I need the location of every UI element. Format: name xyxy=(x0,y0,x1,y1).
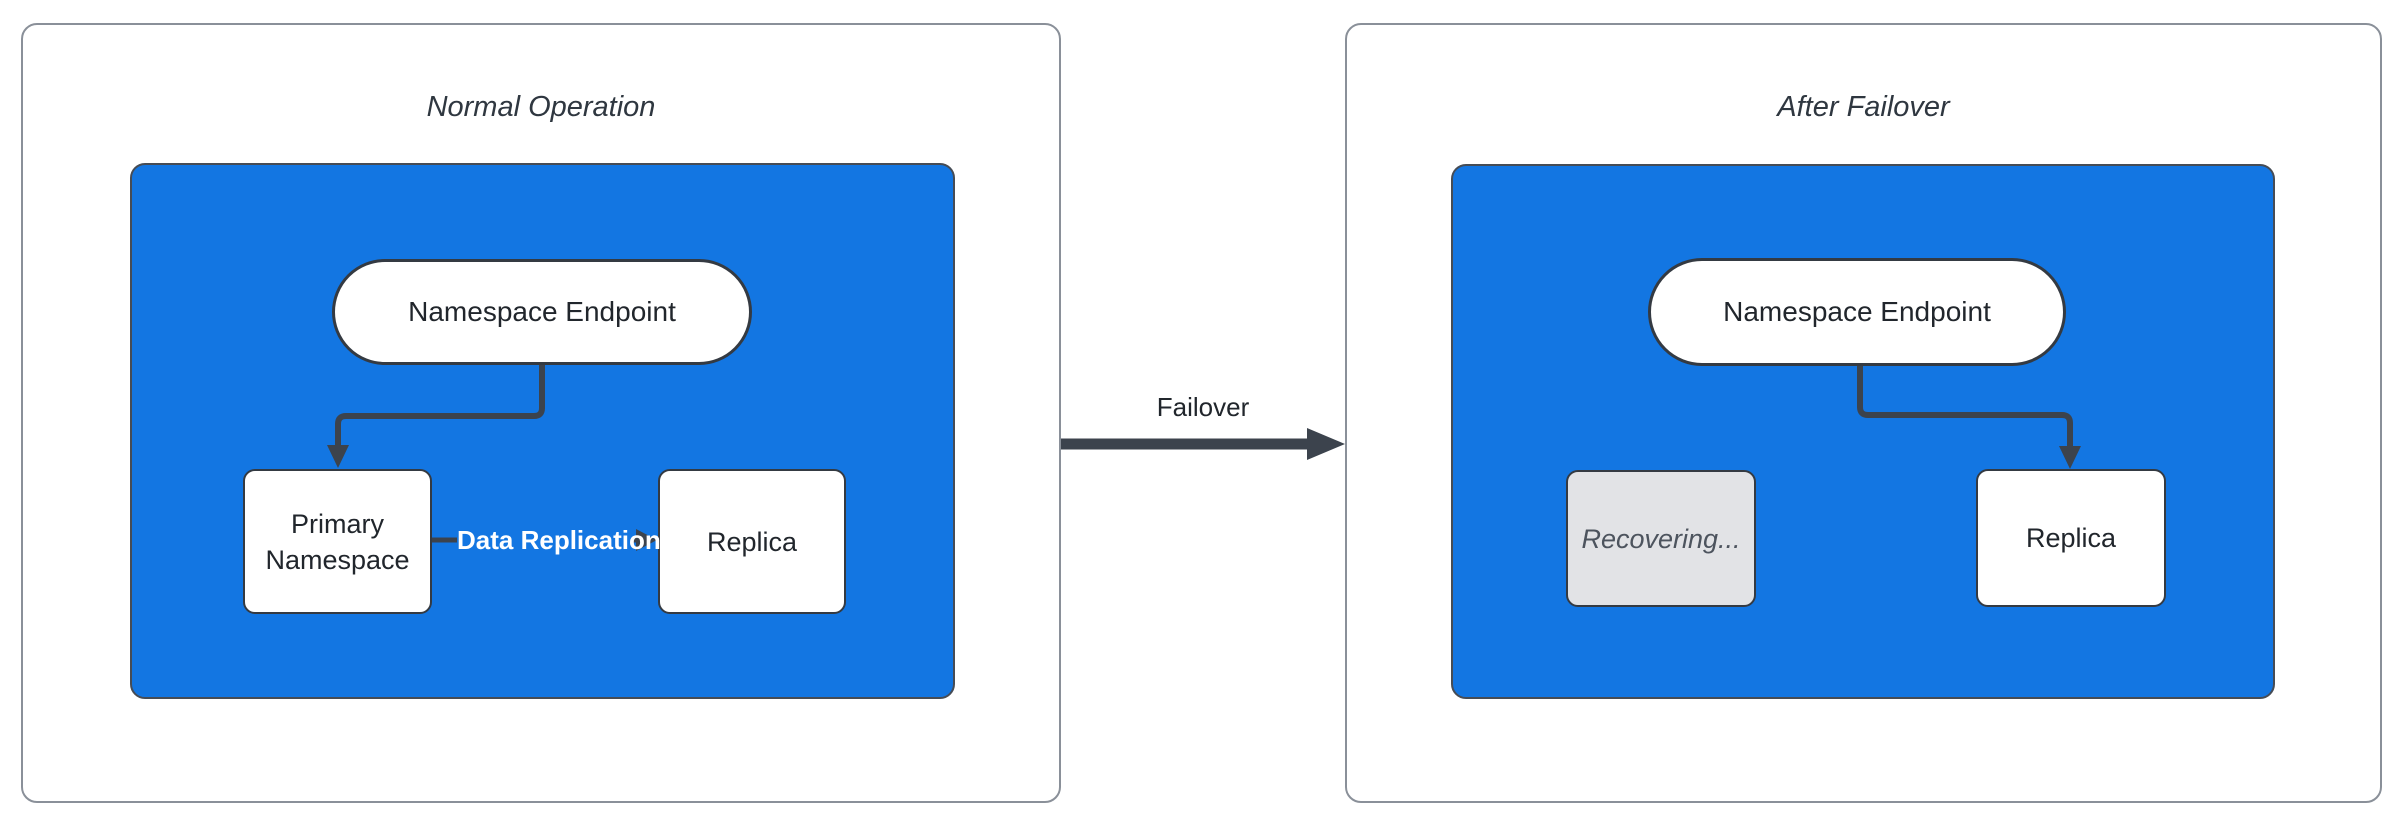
transition-arrowhead-icon xyxy=(1307,428,1345,460)
edges-after-failover xyxy=(1857,366,2081,469)
edges-normal xyxy=(327,365,657,551)
node-namespace-endpoint-after: Namespace Endpoint xyxy=(1648,258,2066,366)
node-replica-normal: Replica xyxy=(658,469,846,614)
node-replica-normal-label: Replica xyxy=(706,526,798,557)
node-replica-after-label: Replica xyxy=(2025,523,2117,553)
transition-label-failover: Failover xyxy=(1156,392,1250,422)
node-primary-namespace: Primary Namespace xyxy=(243,469,432,614)
edge-label-data-replication: Data Replication xyxy=(457,522,661,558)
node-namespace-endpoint-label: Namespace Endpoint xyxy=(408,296,676,327)
node-namespace-endpoint-after-label: Namespace Endpoint xyxy=(1723,296,1991,327)
node-namespace-endpoint: Namespace Endpoint xyxy=(332,259,752,365)
arrowhead-endpoint-to-replica-icon xyxy=(2059,446,2081,469)
transition-arrow xyxy=(1061,428,1345,460)
panel-title-after-failover: After Failover xyxy=(1777,91,1950,123)
node-primary-namespace-label: Primary Namespace xyxy=(265,508,410,575)
panel-title-normal-operation: Normal Operation xyxy=(426,91,656,123)
cluster-after-failover: Namespace Endpoint Recovering... Replica xyxy=(1451,164,2275,699)
cluster-normal: Namespace Endpoint Primary Namespace Rep… xyxy=(130,163,955,699)
panel-after-failover: After Failover Namespace Endpoint Recove… xyxy=(1345,23,2382,803)
node-recovering: Recovering... xyxy=(1566,470,1756,607)
arrowhead-endpoint-to-primary-icon xyxy=(327,445,349,468)
node-replica-after: Replica xyxy=(1976,469,2166,607)
panel-normal-operation: Normal Operation Namespace Endpoint Prim… xyxy=(21,23,1061,803)
edge-endpoint-to-primary xyxy=(335,365,545,446)
edge-endpoint-to-replica xyxy=(1857,366,2073,446)
arrowhead-primary-to-replica-icon xyxy=(636,529,657,551)
node-recovering-label: Recovering... xyxy=(1581,523,1741,554)
